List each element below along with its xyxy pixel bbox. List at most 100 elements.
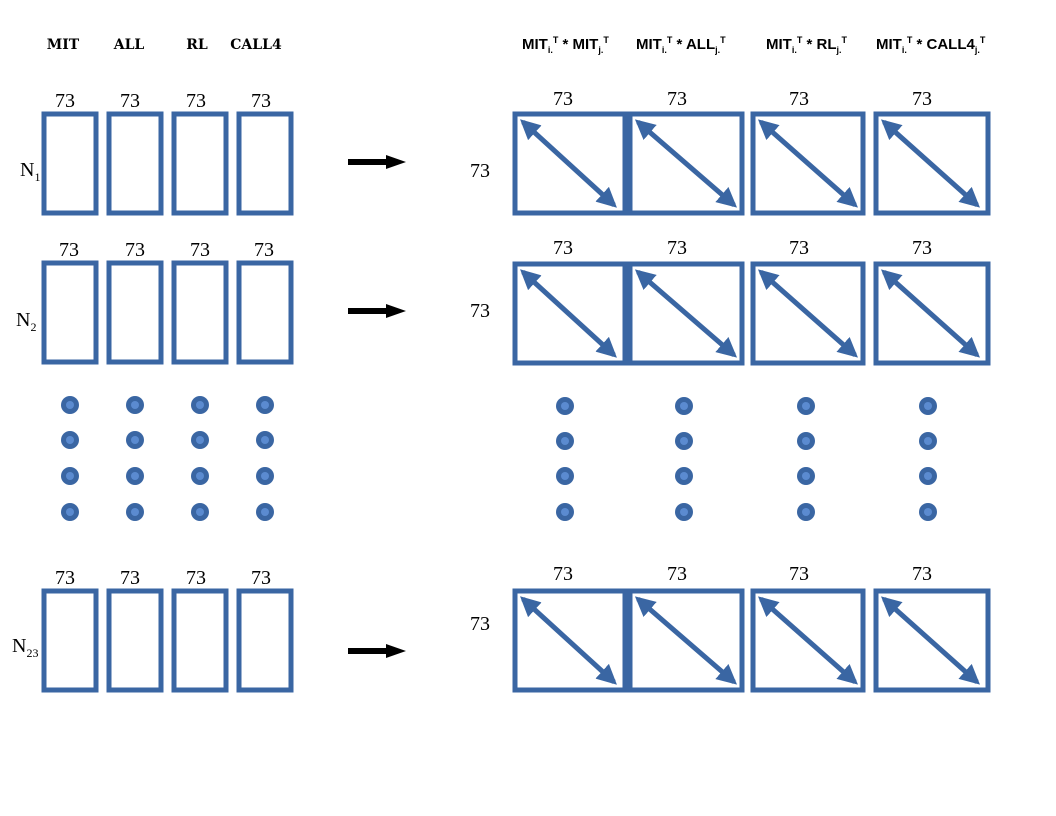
dot-icon (256, 467, 274, 485)
dim-label: 73 (470, 160, 490, 182)
dot-icon (797, 467, 815, 485)
dim-label: 73 (912, 563, 932, 585)
arrow-right-icon (348, 644, 406, 658)
dim-label: 73 (789, 563, 809, 585)
diagonal-arrow-icon (520, 119, 617, 208)
dim-label: 73 (470, 300, 490, 322)
matrix-rl (171, 260, 229, 365)
dim-label: 73 (553, 237, 573, 259)
dot-icon (126, 396, 144, 414)
dim-label: 73 (55, 567, 75, 589)
dim-label: 73 (251, 90, 271, 112)
diagonal-arrow-icon (881, 269, 980, 358)
dot-icon (919, 467, 937, 485)
row-label-n23: N23 (12, 635, 38, 660)
product-matrix (873, 588, 991, 693)
matrix-call4 (236, 111, 294, 216)
product-matrix (512, 588, 628, 693)
dim-label: 73 (120, 90, 140, 112)
dim-label: 73 (789, 88, 809, 110)
dot-icon (797, 432, 815, 450)
dim-label: 73 (186, 567, 206, 589)
dot-icon (556, 467, 574, 485)
left-header-rl: RL (186, 37, 208, 53)
matrix-mit (41, 260, 99, 365)
row-n1: N1 73 73 73 73 73 73 73 73 73 (20, 88, 991, 216)
matrix-all (106, 111, 164, 216)
left-header-mit: MIT (47, 37, 80, 53)
row-n2: N2 73 73 73 73 73 73 73 73 73 (16, 237, 991, 366)
dot-icon (919, 397, 937, 415)
matrix-rl (171, 111, 229, 216)
ellipsis-dots (61, 396, 937, 521)
product-matrix (873, 261, 991, 366)
dot-icon (61, 467, 79, 485)
product-matrix (750, 588, 866, 693)
diagonal-arrow-icon (634, 269, 738, 358)
dim-label: 73 (553, 563, 573, 585)
dot-icon (61, 431, 79, 449)
left-header-all: ALL (113, 37, 145, 53)
diagonal-arrow-icon (881, 119, 980, 208)
dot-icon (675, 467, 693, 485)
dim-label: 73 (254, 239, 274, 261)
dim-label: 73 (125, 239, 145, 261)
matrix-mit (41, 111, 99, 216)
dot-icon (556, 397, 574, 415)
dot-icon (191, 396, 209, 414)
right-header-2: MITi.T * ALLj.T (636, 35, 726, 55)
dim-label: 73 (470, 613, 490, 635)
arrow-right-icon (348, 304, 406, 318)
product-matrix (512, 261, 628, 366)
right-headers: MITi.T * MITj.T MITi.T * ALLj.T MITi.T *… (522, 35, 986, 55)
dim-label: 73 (251, 567, 271, 589)
matrix-rl (171, 588, 229, 693)
dim-label: 73 (667, 563, 687, 585)
dot-icon (919, 503, 937, 521)
dot-icon (797, 503, 815, 521)
matrix-call4 (236, 588, 294, 693)
dim-label: 73 (190, 239, 210, 261)
product-matrix (627, 588, 745, 693)
dot-icon (919, 432, 937, 450)
product-matrix (627, 261, 745, 366)
dot-icon (556, 432, 574, 450)
diagonal-arrow-icon (758, 596, 858, 685)
dot-icon (191, 431, 209, 449)
matrix-mit (41, 588, 99, 693)
dot-icon (61, 503, 79, 521)
product-matrix (627, 111, 745, 216)
dot-icon (126, 503, 144, 521)
product-matrix (750, 111, 866, 216)
dot-icon (256, 431, 274, 449)
left-headers: MIT ALL RL CALL4 (47, 37, 282, 53)
dim-label: 73 (186, 90, 206, 112)
dot-icon (797, 397, 815, 415)
dim-label: 73 (553, 88, 573, 110)
dot-icon (126, 431, 144, 449)
dim-label: 73 (789, 237, 809, 259)
dot-icon (191, 503, 209, 521)
row-label-n2: N2 (16, 309, 36, 334)
dim-label: 73 (120, 567, 140, 589)
matrix-all (106, 260, 164, 365)
product-matrix (873, 111, 991, 216)
dot-icon (61, 396, 79, 414)
diagonal-arrow-icon (758, 269, 858, 358)
product-matrix (512, 111, 628, 216)
dot-icon (256, 503, 274, 521)
dim-label: 73 (55, 90, 75, 112)
arrow-right-icon (348, 155, 406, 169)
diagonal-arrow-icon (520, 269, 617, 358)
dot-icon (556, 503, 574, 521)
right-header-4: MITi.T * CALL4j.T (876, 35, 986, 55)
matrix-all (106, 588, 164, 693)
dim-label: 73 (912, 88, 932, 110)
diagonal-arrow-icon (634, 596, 738, 685)
dot-icon (675, 503, 693, 521)
left-header-call4: CALL4 (230, 37, 282, 53)
matrix-call4 (236, 260, 294, 365)
dim-label: 73 (59, 239, 79, 261)
right-header-1: MITi.T * MITj.T (522, 35, 609, 55)
